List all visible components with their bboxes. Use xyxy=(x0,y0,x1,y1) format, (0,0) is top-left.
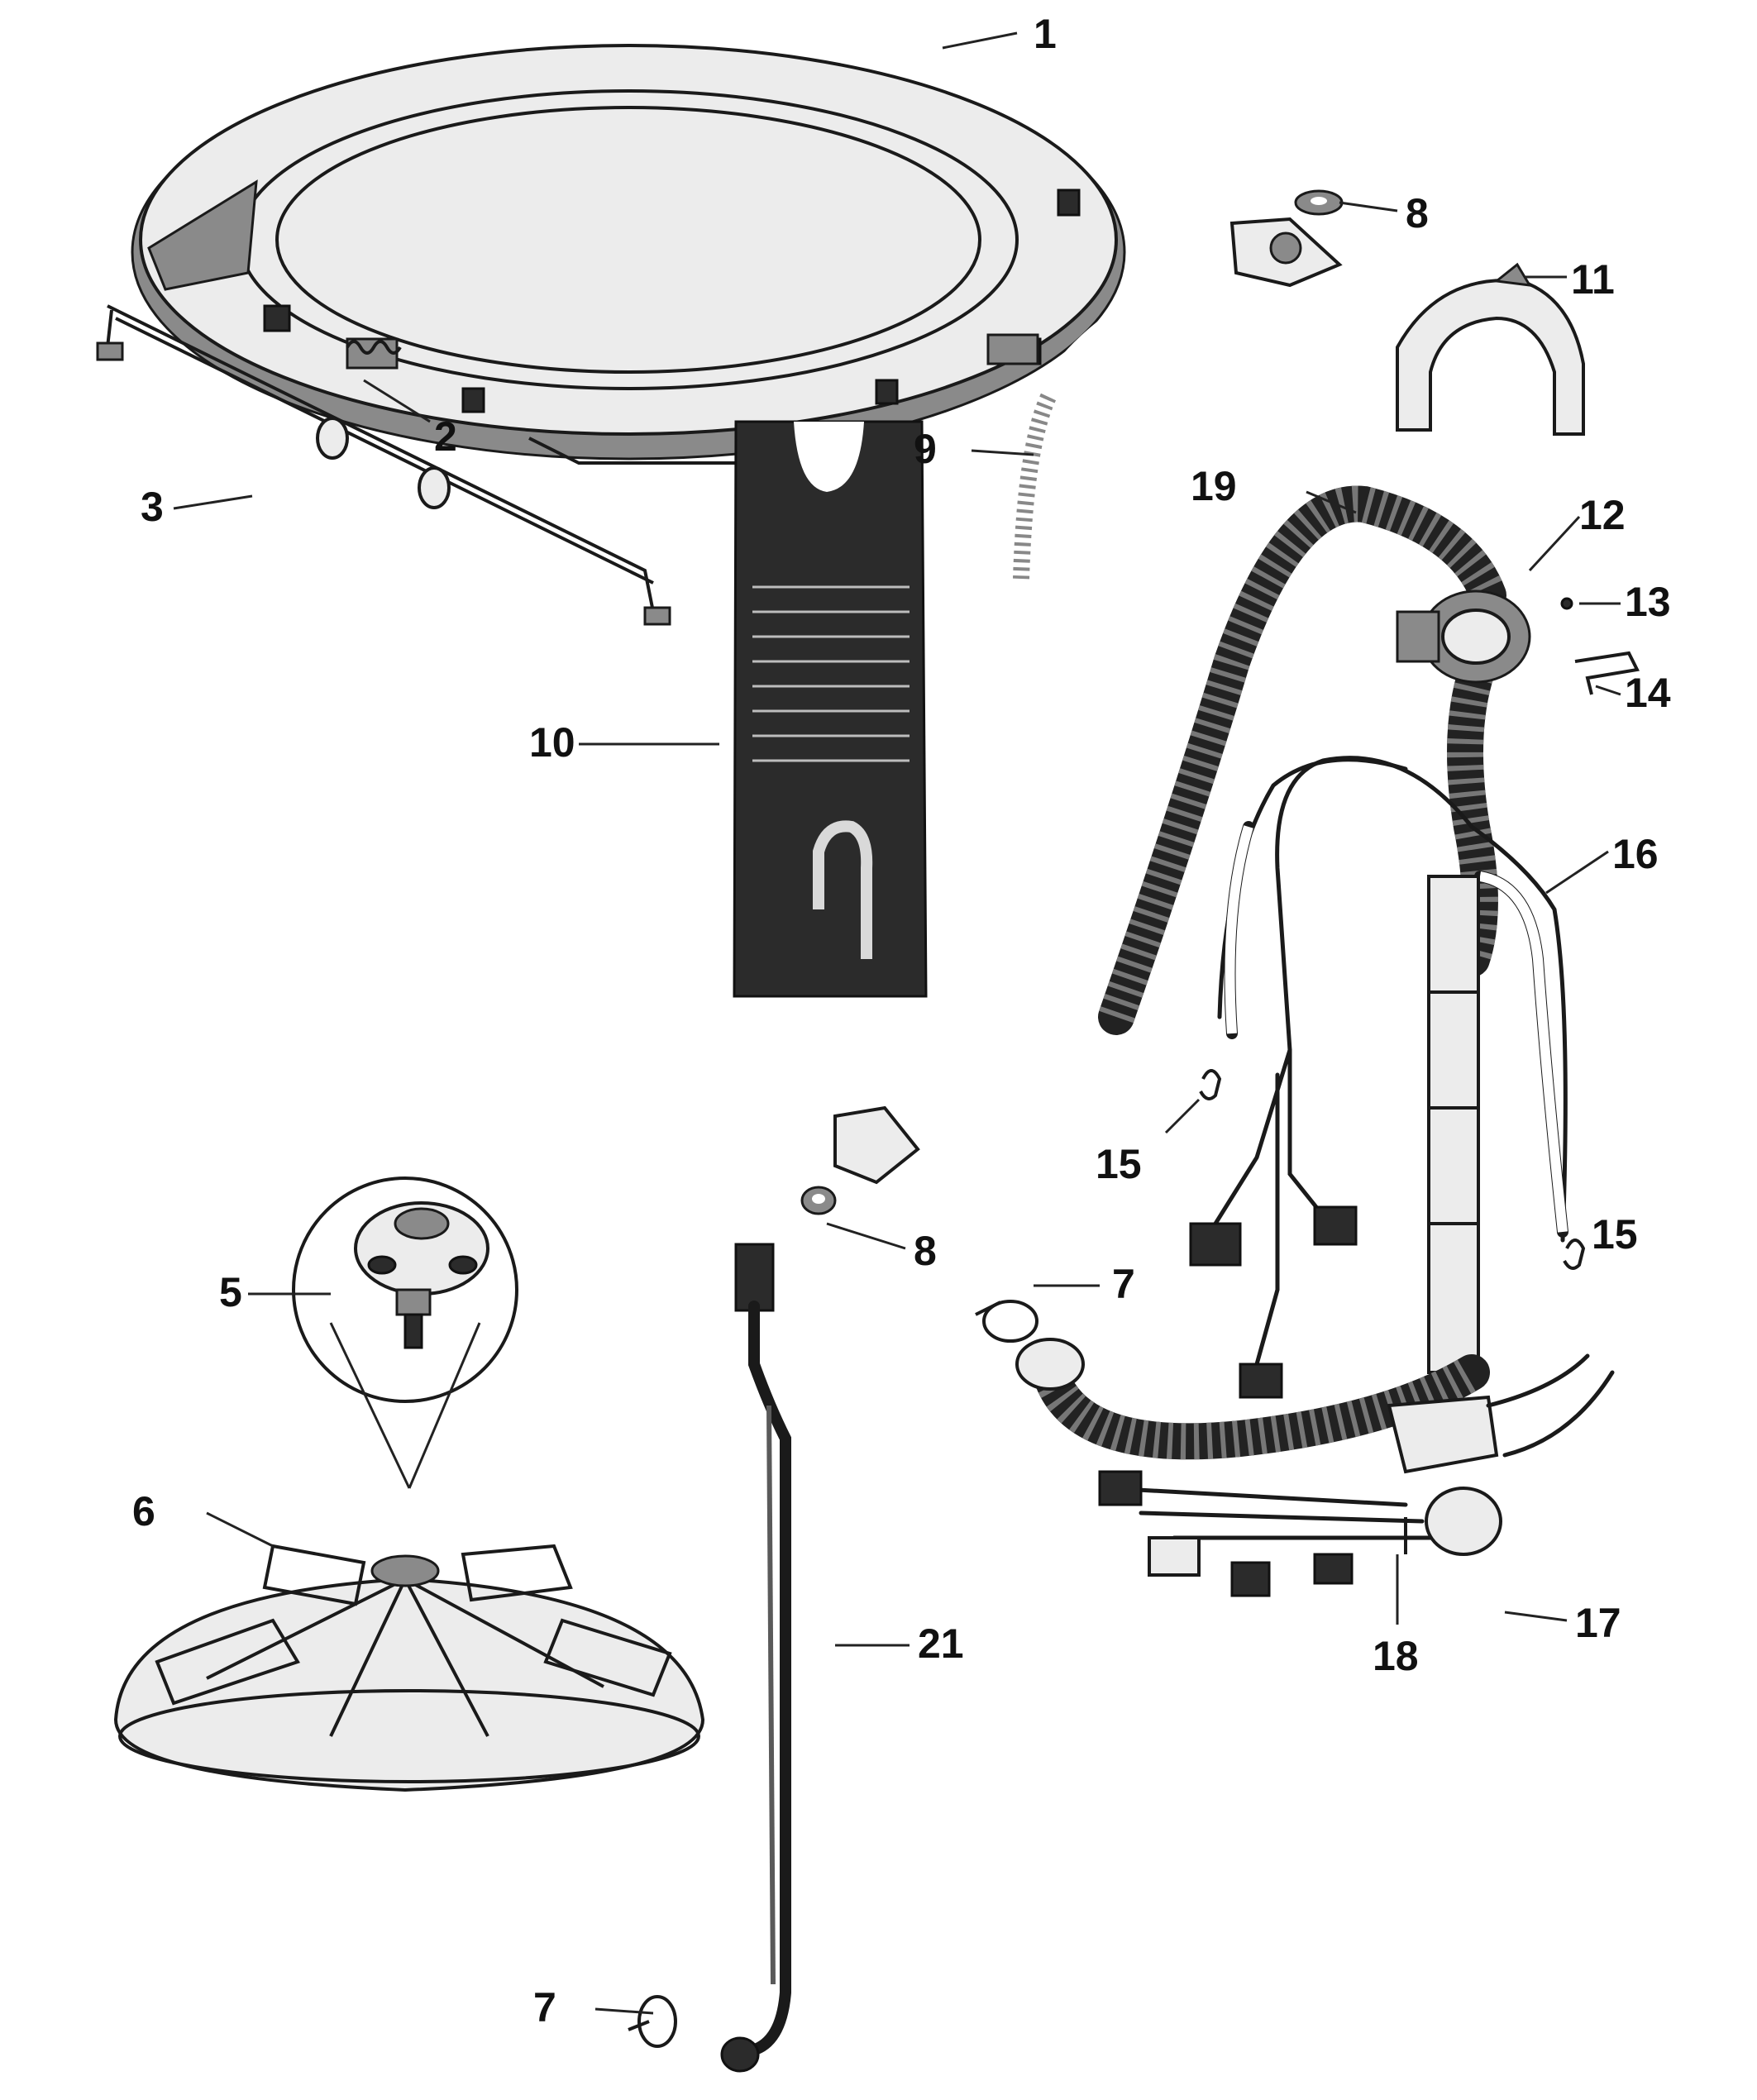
callout-11: 11 xyxy=(1571,256,1615,303)
callout-8-top: 8 xyxy=(1406,190,1429,236)
callout-16: 16 xyxy=(1612,831,1659,877)
callout-18: 18 xyxy=(1373,1633,1419,1679)
part-agitator-cap-magnifier xyxy=(292,1176,518,1489)
part-hose-clip-right xyxy=(1563,1239,1586,1270)
callout-9: 9 xyxy=(914,426,937,472)
part-pulsator xyxy=(113,1544,705,1792)
callout-19: 19 xyxy=(1191,463,1237,509)
callout-2: 2 xyxy=(434,413,457,460)
callout-5: 5 xyxy=(219,1269,242,1315)
part-spring xyxy=(346,340,402,355)
callout-13: 13 xyxy=(1625,579,1671,625)
part-drain-pump xyxy=(1015,1338,1615,1597)
callout-15-left: 15 xyxy=(1096,1141,1142,1187)
part-washer-bottom xyxy=(800,1186,837,1215)
part-clamp-lower xyxy=(628,1995,677,2048)
part-screw xyxy=(1560,597,1573,610)
part-pump-housing xyxy=(1396,589,1531,684)
part-suspension-rod xyxy=(96,304,671,626)
callout-14: 14 xyxy=(1625,670,1671,716)
part-inlet-hose xyxy=(833,217,1343,1185)
callout-1: 1 xyxy=(1034,11,1057,57)
part-wire-harness xyxy=(1189,756,1568,1399)
callout-15-right: 15 xyxy=(1592,1211,1638,1258)
callout-8-bottom: 8 xyxy=(914,1228,937,1274)
part-washer-top xyxy=(1294,189,1344,216)
callout-12: 12 xyxy=(1579,492,1626,538)
callout-17: 17 xyxy=(1575,1600,1621,1646)
part-tub-cover xyxy=(131,44,1126,465)
part-hose-clip-left xyxy=(1199,1069,1222,1100)
callout-3: 3 xyxy=(141,484,164,530)
callout-10: 10 xyxy=(529,719,575,766)
callout-6: 6 xyxy=(132,1488,155,1534)
callout-7-lower: 7 xyxy=(533,1984,556,2031)
callout-21: 21 xyxy=(918,1620,964,1667)
part-instruction-card xyxy=(733,420,928,998)
part-clamp-upper xyxy=(975,1300,1038,1343)
callout-labels: 1 2 3 5 6 7 7 8 8 9 10 11 12 13 14 15 15… xyxy=(132,11,1671,2031)
part-clip xyxy=(1574,651,1640,695)
callout-7-upper: 7 xyxy=(1112,1261,1135,1307)
part-drain-pipe xyxy=(720,1243,791,2073)
leader-lines xyxy=(173,31,1621,2015)
part-hose-guide xyxy=(1396,262,1585,436)
